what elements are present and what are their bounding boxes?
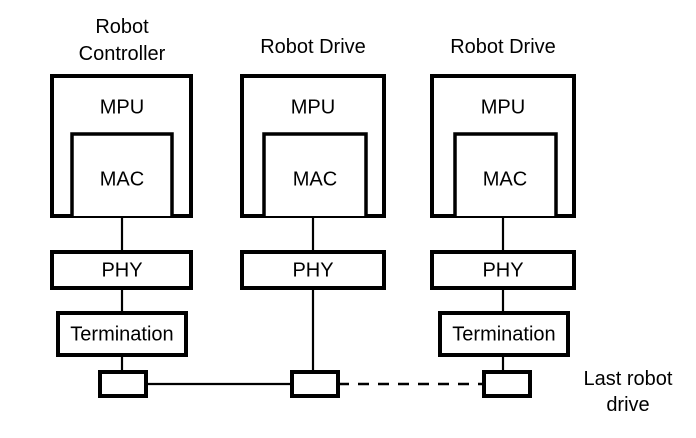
bus-connector (98, 370, 148, 398)
column-title-line1: Robot (95, 16, 149, 38)
bus-connector (290, 370, 340, 398)
column-title-line1: Robot Drive (450, 36, 556, 58)
mac-box (262, 132, 368, 216)
phy-box (240, 250, 386, 290)
column-title-line2: Controller (79, 43, 166, 65)
mac-label: MAC (293, 168, 337, 190)
column-robot-drive-2: Robot Drive MPU MAC PHY Termination (430, 36, 576, 398)
end-note-line2: drive (606, 394, 649, 416)
mac-box (453, 132, 558, 216)
column-title-line1: Robot Drive (260, 36, 366, 58)
phy-box (430, 250, 576, 290)
column-robot-drive-1: Robot Drive MPU MAC PHY (240, 36, 386, 398)
mac-label: MAC (100, 168, 144, 190)
phy-box (50, 250, 193, 290)
end-note-line1: Last robot (584, 368, 673, 390)
termination-label: Termination (70, 323, 173, 345)
mpu-label: MPU (481, 96, 525, 118)
phy-label: PHY (101, 259, 142, 281)
mpu-label: MPU (100, 96, 144, 118)
mac-label: MAC (483, 168, 527, 190)
bus-connector (482, 370, 532, 398)
mac-box (70, 132, 174, 216)
column-robot-controller: Robot Controller MPU MAC PHY Termination (50, 16, 193, 398)
phy-label: PHY (482, 259, 523, 281)
last-robot-drive-note: Last robot drive (584, 368, 673, 416)
mpu-label: MPU (291, 96, 335, 118)
termination-label: Termination (452, 323, 555, 345)
phy-label: PHY (292, 259, 333, 281)
